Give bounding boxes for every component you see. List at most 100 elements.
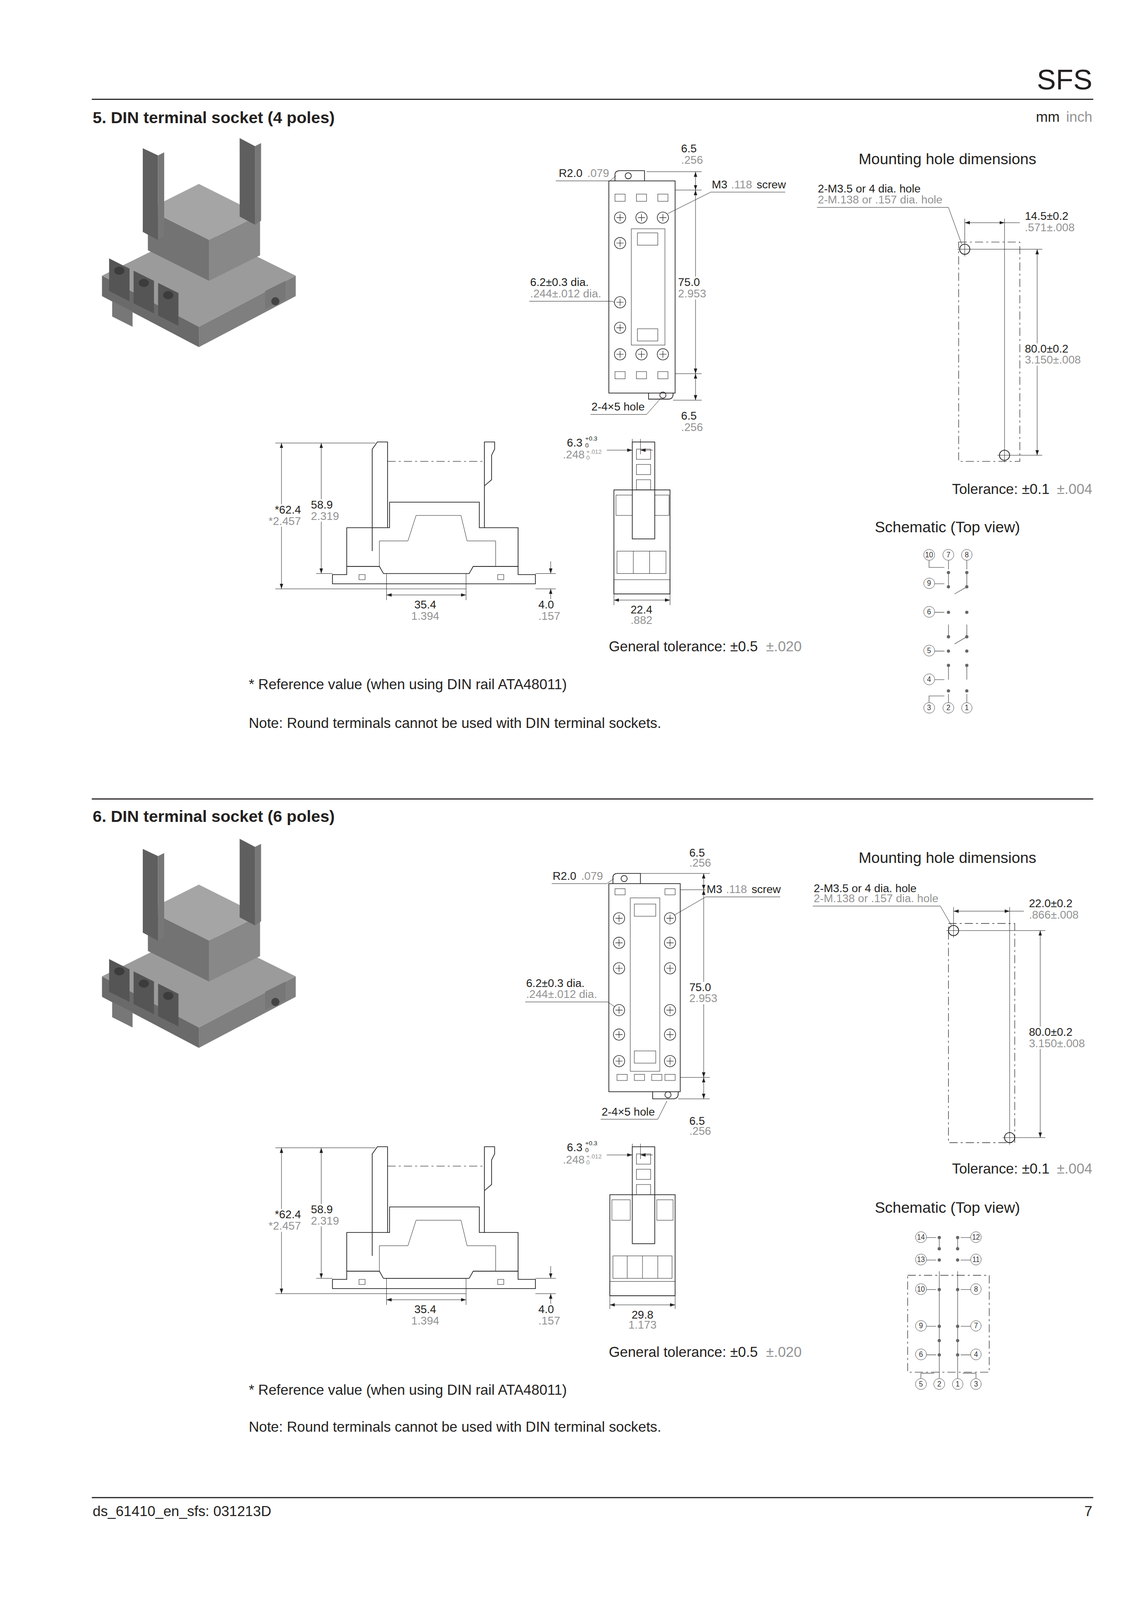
socket-photo [158, 152, 165, 240]
dimension-label: 29.8 [630, 1308, 655, 1321]
terminal-screw [666, 939, 674, 947]
side-view [497, 574, 504, 580]
pin-terminal: 14 [915, 1231, 927, 1243]
dimension-label: 75.0 [677, 276, 701, 289]
dimension-label: 35.4 [413, 1303, 438, 1316]
section-heading: 6. DIN terminal socket (6 poles) [91, 808, 336, 825]
front-view [609, 1194, 675, 1296]
socket-photo [158, 282, 179, 326]
front-view [636, 1153, 651, 1164]
terminal-screw [664, 1004, 676, 1016]
pin-terminal: 4 [923, 673, 935, 685]
dimension-label: *2.457 [267, 515, 302, 527]
front-view [607, 438, 671, 606]
note-text: ±.004 [1055, 482, 1094, 497]
front-view [632, 438, 641, 455]
dimension-label: 58.9 [310, 1203, 334, 1216]
dimension-label: 14.5±0.2 [1023, 210, 1070, 223]
terminal-screw [614, 348, 626, 360]
pin-terminal: 5 [923, 644, 935, 657]
dimension-label: 1.394 [410, 1315, 441, 1327]
terminal-screw [635, 348, 648, 360]
dimension-label: 58.9 [310, 499, 334, 511]
terminal-screw [613, 937, 625, 949]
terminal-screw [666, 1057, 674, 1065]
note-text: inch [1065, 110, 1094, 125]
socket-photo [163, 290, 174, 300]
terminal-screw [666, 1006, 674, 1014]
leader-line [525, 878, 952, 1120]
terminal-screw [666, 1031, 674, 1039]
terminal-screw [613, 962, 625, 975]
pin-terminal: 1 [961, 702, 973, 714]
schematic-wiring [937, 1338, 941, 1343]
terminal-screw [613, 1004, 625, 1016]
dimension-line [646, 171, 702, 400]
note-text: ±.020 [765, 639, 803, 654]
front-view [640, 449, 653, 451]
front-view [636, 1169, 651, 1180]
dimension-label: .882 [629, 614, 654, 626]
view-caption: Mounting hole dimensions [857, 850, 1038, 866]
schematic-wiring [926, 1237, 971, 1355]
mounting-hole-outline [957, 242, 1012, 463]
schematic-wiring [955, 1324, 960, 1328]
dimension-label: .118 [725, 883, 748, 896]
dimension-label: 2-M.138 or .157 dia. hole [816, 194, 944, 206]
pin-number: 14 [917, 1233, 925, 1241]
dimension-label: R2.0 [551, 870, 578, 882]
dimension-label: .256 [688, 1125, 712, 1137]
schematic-wiring [955, 1287, 960, 1292]
schematic-wiring [955, 1258, 960, 1262]
note-text: ds_61410_en_sfs: 031213D [91, 1504, 273, 1519]
front-view [609, 1295, 675, 1309]
top-view [612, 873, 641, 884]
socket-photo [133, 270, 155, 314]
side-view [275, 442, 556, 600]
top-view [617, 1074, 628, 1081]
pin-number: 3 [927, 704, 932, 712]
schematic-wiring [937, 1324, 941, 1328]
side-view [275, 1146, 556, 1306]
schematic-wiring [907, 1235, 990, 1380]
terminal-screw [659, 213, 667, 222]
dimension-label: .256 [680, 421, 705, 434]
front-view [607, 1154, 633, 1156]
leader-line [812, 906, 952, 926]
schematic-wiring [964, 585, 969, 589]
terminal-screw [657, 348, 669, 360]
front-view [607, 449, 633, 451]
dimension-label: .118 [730, 178, 753, 191]
pin-number: 12 [971, 1233, 980, 1241]
terminal-screw [615, 964, 623, 972]
top-view [621, 875, 628, 882]
terminal-screw [614, 296, 626, 308]
pin-number: 6 [918, 1350, 924, 1359]
leader-line [529, 175, 962, 415]
schematic-wiring [948, 572, 967, 680]
leader-line [529, 300, 619, 305]
schematic-wiring [907, 1275, 990, 1372]
dimension-label: .157 [537, 610, 562, 622]
dimension-label: M3 [710, 178, 729, 191]
mounting-hole-outline [1009, 910, 1024, 912]
side-view [372, 441, 388, 551]
top-view [636, 371, 647, 379]
front-view [636, 464, 651, 475]
pin-terminal: 2 [942, 702, 955, 714]
dimension-label: 2.953 [677, 288, 708, 300]
terminal-screw [664, 1004, 676, 1016]
terminal-screw [613, 1055, 625, 1067]
dimension-label: 6.3 [565, 436, 584, 449]
terminal-screw [666, 964, 674, 972]
front-view [609, 1281, 675, 1296]
pin-number: 9 [927, 579, 932, 587]
pin-terminal: 8 [970, 1283, 982, 1295]
pin-number: 7 [974, 1322, 979, 1330]
pin-terminal: 12 [970, 1231, 982, 1243]
dimension-label: +.012 [585, 1153, 603, 1160]
top-view [634, 1050, 656, 1064]
terminal-screw [638, 213, 646, 222]
note-text: Note: Round terminals cannot be used wit… [247, 715, 663, 731]
